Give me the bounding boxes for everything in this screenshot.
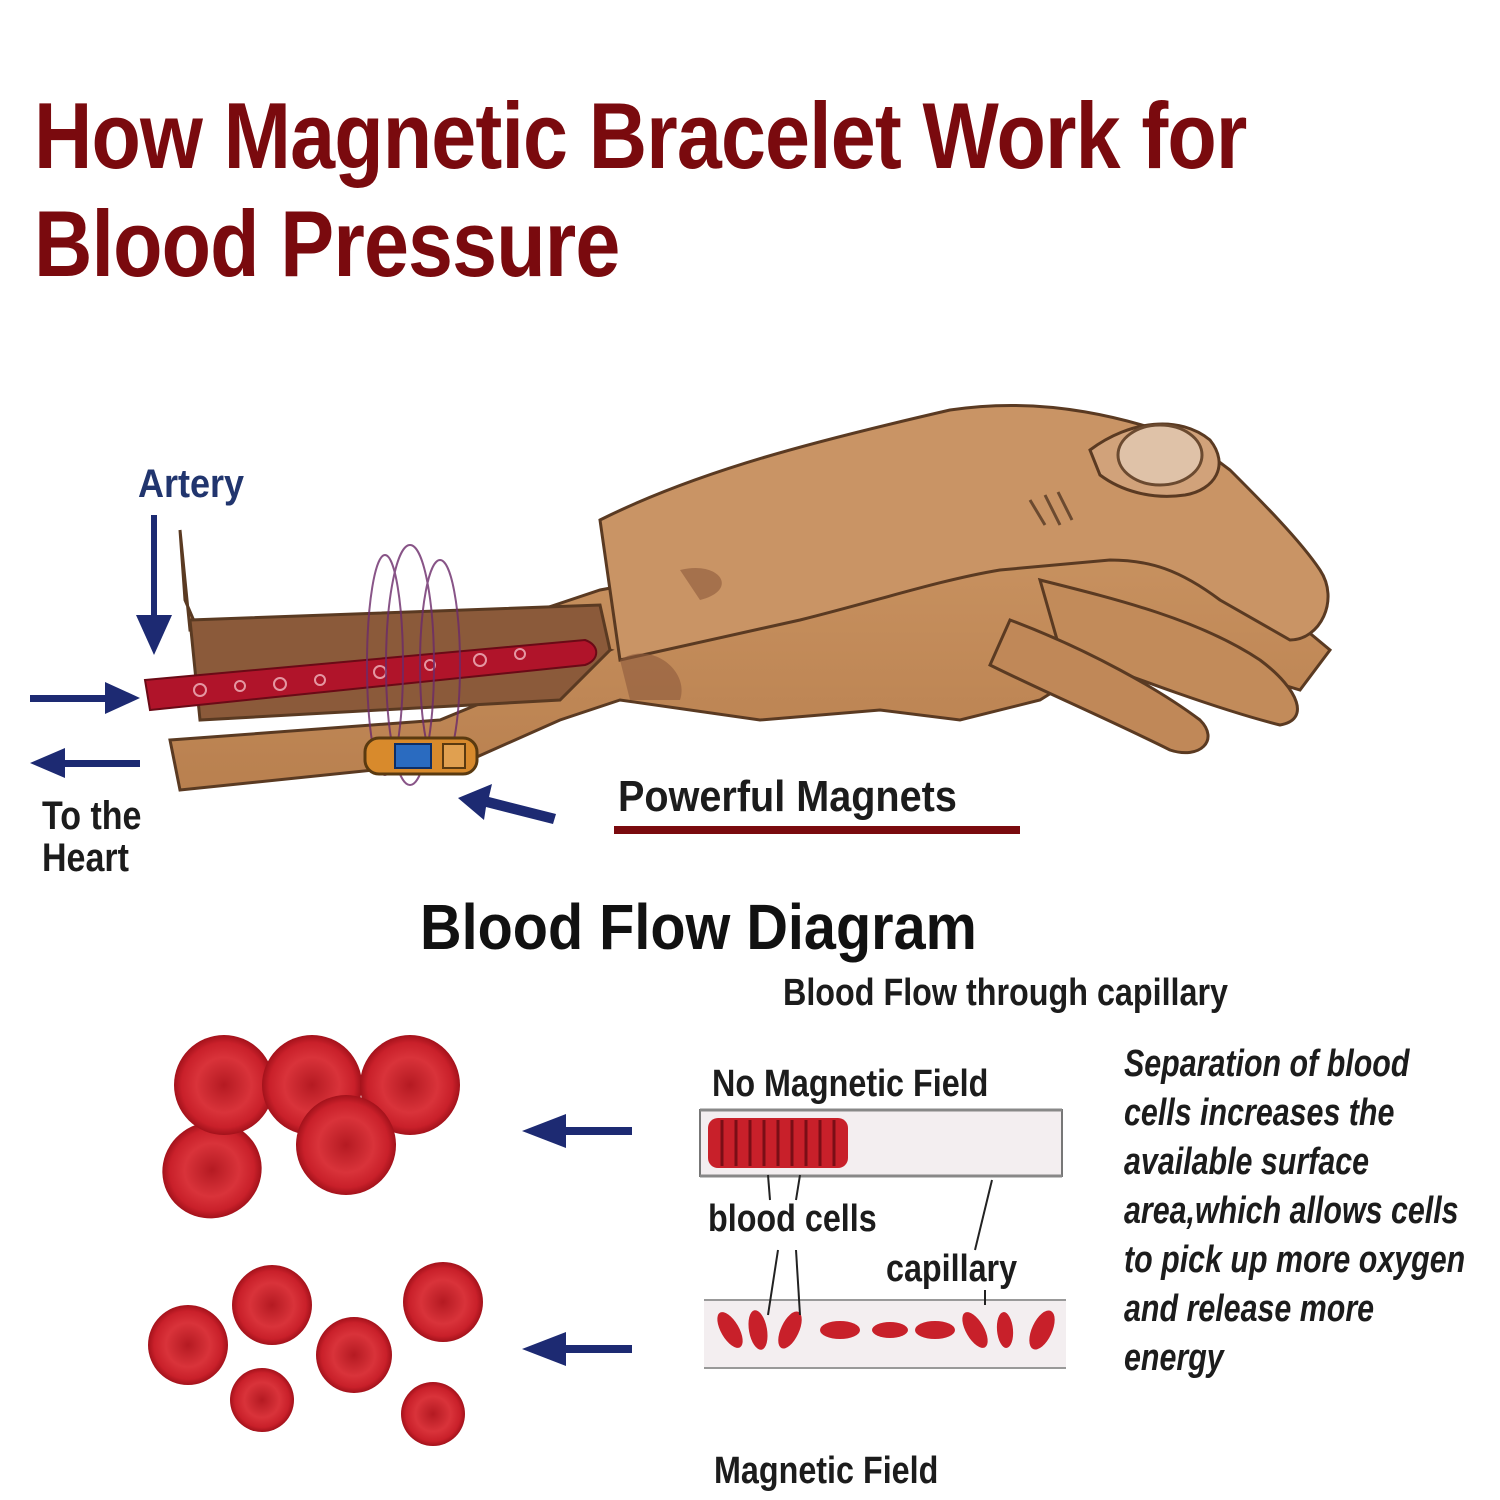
clumped-blood-cells (162, 1035, 460, 1219)
title-line-2: Blood Pressure (34, 191, 620, 296)
flow-arrows (30, 515, 632, 1366)
arrow-right-icon (105, 682, 140, 714)
blood-flow-subtitle: Blood Flow through capillary (783, 972, 1229, 1014)
page-title: How Magnetic Bracelet Work for Blood Pre… (34, 82, 1281, 298)
artery-arrow-head (136, 615, 172, 655)
finger (988, 618, 1210, 755)
explanation-text: Separation of blood cells increases the … (1124, 1043, 1466, 1379)
magnets-underline (614, 826, 1020, 834)
arrow-left-icon (522, 1114, 566, 1148)
to-the-heart-label: To the Heart (42, 795, 141, 879)
no-magnetic-field-label: No Magnetic Field (712, 1063, 989, 1105)
finger (1037, 577, 1299, 727)
capillary-magnetic-field (704, 1249, 1066, 1369)
heart-label-line-2: Heart (42, 836, 129, 880)
blood-cells-label: blood cells (708, 1198, 877, 1240)
artery (143, 638, 598, 712)
bracelet-magnet (363, 736, 479, 776)
separated-blood-cells (148, 1262, 483, 1446)
heart-label-line-1: To the (42, 794, 142, 838)
magnets-pointer-icon (458, 784, 556, 824)
capillary-no-field (699, 1108, 1063, 1251)
arrow-left-icon (30, 748, 65, 778)
title-line-1: How Magnetic Bracelet Work for (34, 83, 1247, 188)
blood-flow-diagram-title: Blood Flow Diagram (420, 891, 977, 963)
thumbnail (1116, 423, 1204, 487)
arrow-left-icon (522, 1332, 566, 1366)
powerful-magnets-label: Powerful Magnets (618, 772, 957, 821)
magnetic-field-label: Magnetic Field (714, 1450, 939, 1492)
artery-label: Artery (138, 462, 245, 506)
capillary-label: capillary (886, 1248, 1018, 1290)
artery-arrow-shaft (151, 515, 157, 625)
forearm-illustration (143, 403, 1333, 792)
